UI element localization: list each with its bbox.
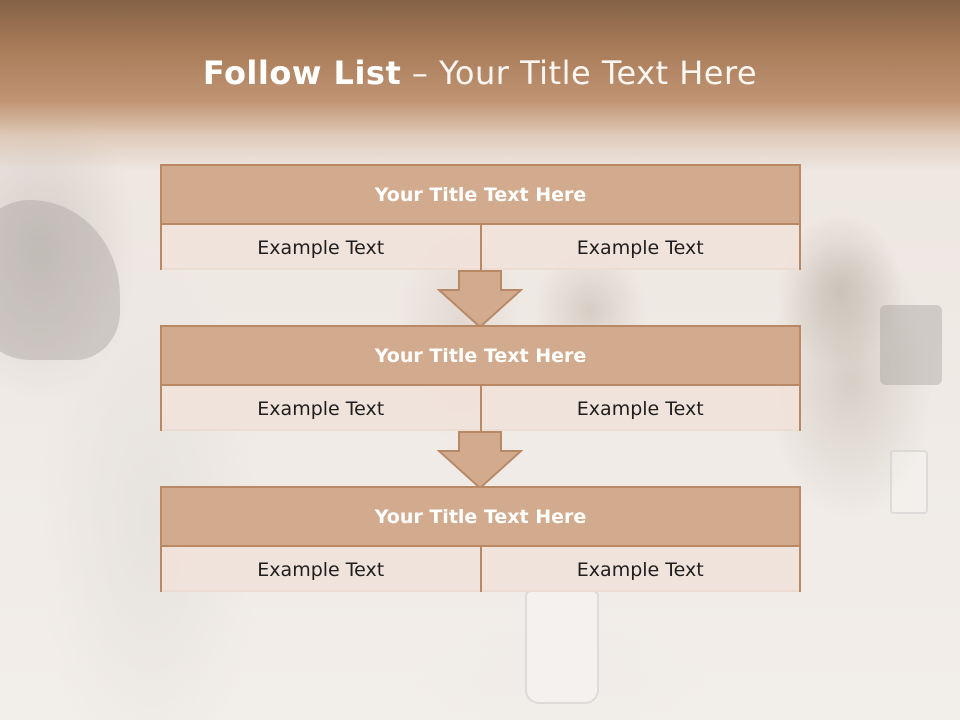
down-arrow-icon <box>437 270 523 328</box>
step-title: Your Title Text Here <box>162 327 799 386</box>
step-cell-left: Example Text <box>162 547 480 592</box>
slide-title: Follow List – Your Title Text Here <box>0 54 960 92</box>
header-band <box>0 0 960 170</box>
background-chair <box>880 305 942 385</box>
step-box-2: Your Title Text Here Example Text Exampl… <box>160 325 801 431</box>
step-cell-left: Example Text <box>162 386 480 431</box>
step-cell-left: Example Text <box>162 225 480 270</box>
step-title: Your Title Text Here <box>162 488 799 547</box>
slide-title-rest: – Your Title Text Here <box>411 54 758 92</box>
slide-title-bold: Follow List <box>202 54 402 92</box>
step-row: Example Text Example Text <box>162 386 799 431</box>
step-box-3: Your Title Text Here Example Text Exampl… <box>160 486 801 592</box>
background-glass <box>890 450 928 514</box>
step-row: Example Text Example Text <box>162 225 799 270</box>
step-cell-right: Example Text <box>479 225 799 270</box>
down-arrow-icon <box>437 431 523 489</box>
step-title: Your Title Text Here <box>162 166 799 225</box>
step-cell-right: Example Text <box>479 547 799 592</box>
background-glass <box>525 590 599 704</box>
step-box-1: Your Title Text Here Example Text Exampl… <box>160 164 801 270</box>
step-row: Example Text Example Text <box>162 547 799 592</box>
step-cell-right: Example Text <box>479 386 799 431</box>
